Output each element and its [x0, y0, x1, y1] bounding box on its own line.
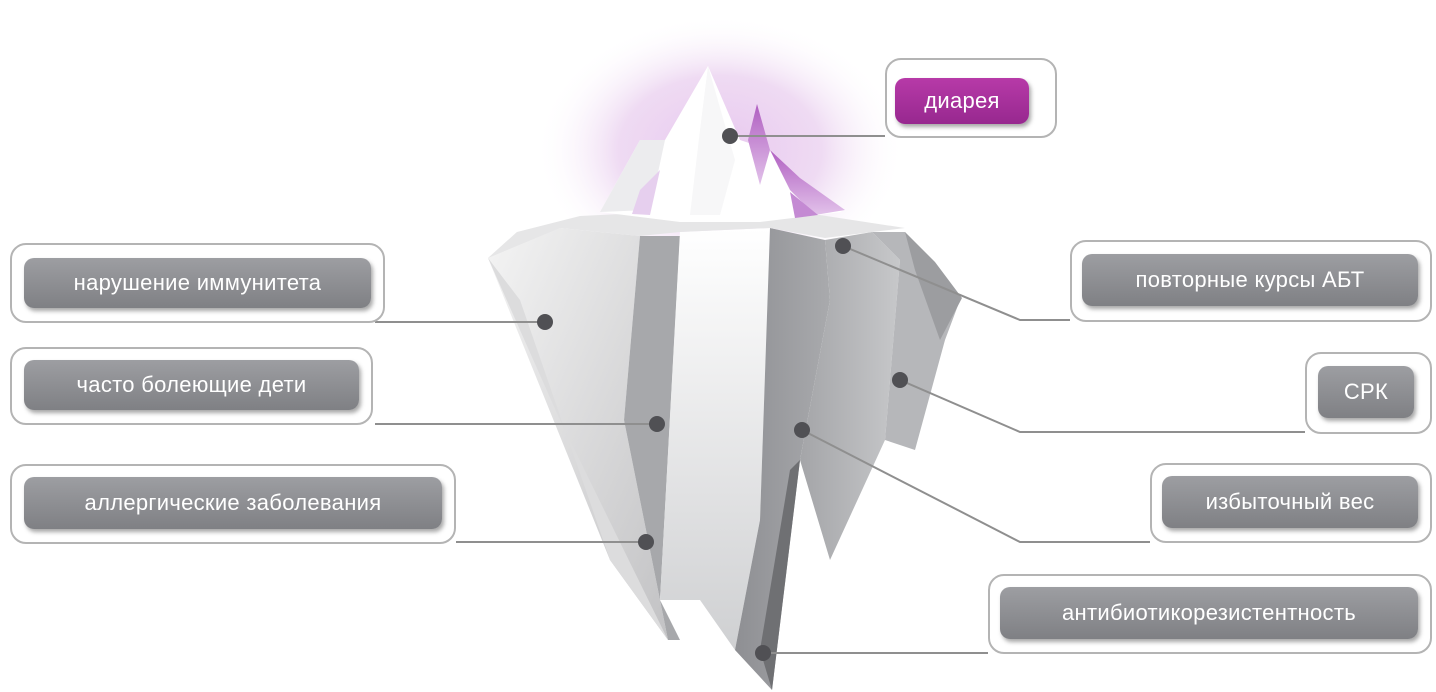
- label-ibs: СРК: [1318, 366, 1414, 418]
- label-immunity-disorder: нарушение иммунитета: [24, 258, 371, 308]
- label-frequently-ill-children: часто болеющие дети: [24, 360, 359, 410]
- label-repeated-abt-courses: повторные курсы АБТ: [1082, 254, 1418, 306]
- label-allergic-diseases: аллергические заболевания: [24, 477, 442, 529]
- label-overweight: избыточный вес: [1162, 476, 1418, 528]
- marker-dot: [755, 645, 771, 661]
- marker-dot: [794, 422, 810, 438]
- tip-label: диарея: [895, 78, 1029, 124]
- marker-dot: [638, 534, 654, 550]
- marker-dot: [892, 372, 908, 388]
- marker-dot: [649, 416, 665, 432]
- marker-dot: [722, 128, 738, 144]
- marker-dot: [537, 314, 553, 330]
- label-antibiotic-resistance: антибиотикорезистентность: [1000, 587, 1418, 639]
- connector-right-2: [900, 380, 1305, 432]
- marker-dot: [835, 238, 851, 254]
